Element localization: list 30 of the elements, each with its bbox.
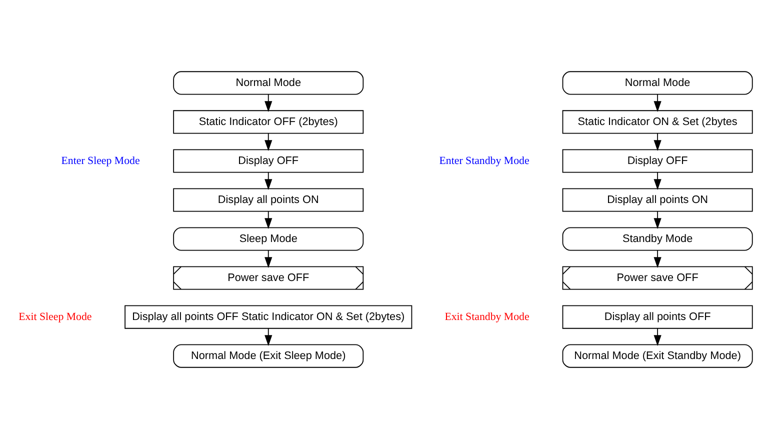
arrow bbox=[654, 250, 662, 268]
arrow bbox=[264, 172, 272, 190]
label: Enter Sleep Mode bbox=[61, 154, 140, 167]
label: Exit Sleep Mode bbox=[18, 310, 92, 323]
arrow bbox=[264, 133, 272, 151]
label: Enter Standby Mode bbox=[439, 154, 530, 167]
arrow bbox=[654, 133, 662, 151]
node-box: Sleep Mode bbox=[173, 227, 364, 251]
arrow bbox=[654, 172, 662, 190]
arrow bbox=[654, 328, 662, 346]
arrow bbox=[264, 94, 272, 112]
label: Exit Standby Mode bbox=[444, 310, 530, 323]
node-box: Normal Mode bbox=[562, 71, 753, 95]
arrow bbox=[264, 250, 272, 268]
node-box: Display all points OFF bbox=[562, 305, 753, 329]
arrow bbox=[654, 211, 662, 229]
node-box: Normal Mode bbox=[173, 71, 364, 95]
node-box: Normal Mode (Exit Standby Mode) bbox=[562, 344, 753, 368]
arrow bbox=[264, 328, 272, 346]
node-box: Display all points ON bbox=[173, 188, 364, 212]
node-box: Normal Mode (Exit Sleep Mode) bbox=[173, 344, 364, 368]
node-box: Static Indicator OFF (2bytes) bbox=[173, 110, 364, 134]
arrow bbox=[654, 94, 662, 112]
node-box: Static Indicator ON & Set (2bytes bbox=[562, 110, 753, 134]
arrow bbox=[264, 211, 272, 229]
node-box: Display OFF bbox=[562, 149, 753, 173]
node-box: Display all points ON bbox=[562, 188, 753, 212]
node-box: Display OFF bbox=[173, 149, 364, 173]
node-box: Standby Mode bbox=[562, 227, 753, 251]
node-box: Display all points OFF Static Indicator ON & Set (2bytes) bbox=[124, 305, 412, 329]
